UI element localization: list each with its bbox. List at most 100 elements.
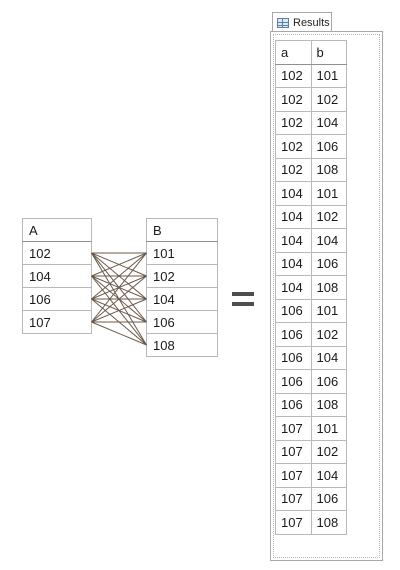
table-a-row-cell: 107 <box>22 310 92 334</box>
results-row-cell: 104 <box>275 275 312 300</box>
table-a-row: 104 <box>22 264 92 288</box>
results-row-cell: 102 <box>310 322 347 347</box>
results-row-cell: 108 <box>310 157 347 182</box>
join-line <box>91 252 147 323</box>
results-frame <box>270 31 383 561</box>
results-row-cell: 102 <box>275 63 312 88</box>
results-row-cell: 106 <box>310 486 347 511</box>
results-row-cell: 106 <box>275 298 312 323</box>
results-row-cell: 106 <box>310 134 347 159</box>
table-b-row: 106 <box>146 310 218 334</box>
join-line <box>91 252 147 300</box>
results-row-cell: 106 <box>310 369 347 394</box>
table-b-header: B <box>146 218 218 242</box>
table-b-row-cell: 104 <box>146 287 218 311</box>
results-row-cell: 106 <box>310 251 347 276</box>
results-row-cell: 104 <box>310 463 347 488</box>
results-row-cell: 101 <box>310 416 347 441</box>
equals-bar-bottom <box>232 302 254 306</box>
results-row-cell: 102 <box>275 110 312 135</box>
results-row-cell: 108 <box>310 392 347 417</box>
results-row-cell: 107 <box>275 416 312 441</box>
table-b-row-cell: 108 <box>146 333 218 357</box>
results-row-cell: 101 <box>310 298 347 323</box>
table-a-row: 102 <box>22 241 92 265</box>
table-b-row-cell: 101 <box>146 241 218 265</box>
join-line <box>91 275 147 300</box>
results-row-cell: 107 <box>275 510 312 535</box>
results-row-cell: 104 <box>310 110 347 135</box>
equals-sign <box>232 288 254 310</box>
results-column-a[interactable]: a <box>275 40 312 65</box>
join-line <box>91 275 147 346</box>
results-row-cell: 102 <box>310 87 347 112</box>
results-row-cell: 106 <box>275 392 312 417</box>
table-a-row: 106 <box>22 287 92 311</box>
join-line <box>91 298 147 323</box>
table-a-row-cell: 104 <box>22 264 92 288</box>
grid-icon <box>277 17 289 28</box>
results-column-b[interactable]: b <box>310 40 347 65</box>
table-a-row: 107 <box>22 310 92 334</box>
results-row-cell: 104 <box>310 228 347 253</box>
results-row-cell: 104 <box>275 251 312 276</box>
results-tab-label: Results <box>293 16 330 29</box>
results-grid-area <box>273 34 380 558</box>
results-row-cell: 108 <box>310 275 347 300</box>
table-b-row: 101 <box>146 241 218 265</box>
table-b-row: 104 <box>146 287 218 311</box>
join-line <box>91 275 147 323</box>
join-line <box>91 252 147 277</box>
results-row-cell: 102 <box>275 157 312 182</box>
results-row-cell: 102 <box>310 439 347 464</box>
join-line <box>91 298 147 346</box>
results-row-cell: 108 <box>310 510 347 535</box>
join-line <box>91 252 147 277</box>
table-b-row: 108 <box>146 333 218 357</box>
join-line <box>91 252 147 300</box>
results-row-cell: 101 <box>310 181 347 206</box>
table-b-row-cell: 106 <box>146 310 218 334</box>
table-b-row-cell: 102 <box>146 264 218 288</box>
results-tab[interactable]: Results <box>272 12 332 32</box>
join-line <box>91 252 147 323</box>
join-line <box>91 275 147 323</box>
join-line <box>91 275 147 300</box>
results-row-cell: 104 <box>275 228 312 253</box>
results-row-cell: 101 <box>310 63 347 88</box>
results-row-cell: 104 <box>275 181 312 206</box>
results-row-cell: 107 <box>275 486 312 511</box>
results-row-cell: 107 <box>275 439 312 464</box>
results-row-cell: 106 <box>275 369 312 394</box>
results-row-cell: 102 <box>275 87 312 112</box>
join-line <box>91 321 147 346</box>
table-b-row: 102 <box>146 264 218 288</box>
results-row-cell: 106 <box>275 345 312 370</box>
results-row-cell: 104 <box>275 204 312 229</box>
join-line <box>91 252 147 346</box>
results-row-cell: 102 <box>310 204 347 229</box>
results-row-cell: 104 <box>310 345 347 370</box>
